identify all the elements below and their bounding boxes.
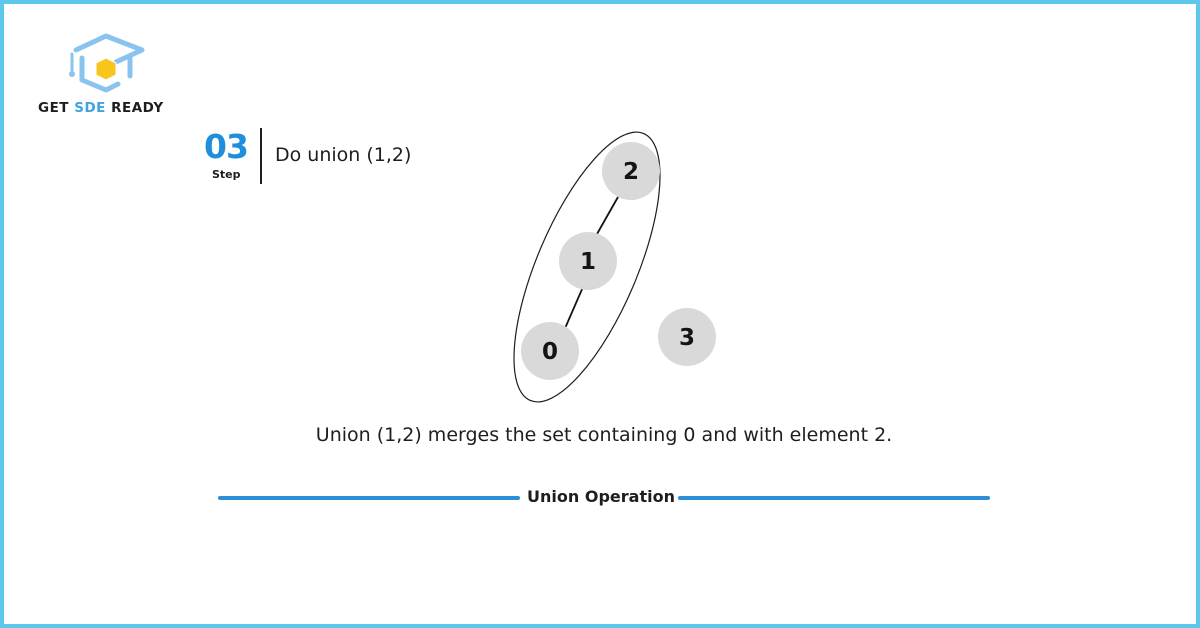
node-1: 1	[559, 232, 617, 290]
brand-name-accent: SDE	[74, 100, 106, 116]
node-label-0: 0	[542, 339, 558, 365]
brand-name: GET SDE READY	[38, 100, 164, 116]
step-divider	[260, 128, 262, 184]
step-number: 03	[204, 127, 249, 166]
diagram-caption: Union (1,2) merges the set containing 0 …	[315, 424, 893, 446]
step-word: Step	[212, 168, 241, 181]
node-label-3: 3	[679, 325, 695, 351]
footer-label: Union Operation	[527, 487, 675, 506]
section-footer: Union Operation	[218, 486, 990, 510]
step-title: Do union (1,2)	[275, 144, 412, 166]
node-label-1: 1	[580, 249, 596, 275]
node-label-2: 2	[623, 159, 639, 185]
footer-line-right	[678, 496, 990, 500]
node-2: 2	[602, 142, 660, 200]
edge-1-2	[596, 196, 619, 235]
step-header: 03 Step Do union (1,2)	[204, 128, 464, 188]
node-3: 3	[658, 308, 716, 366]
node-0: 0	[521, 322, 579, 380]
footer-line-left	[218, 496, 520, 500]
union-find-diagram: 0 1 2 3	[513, 131, 716, 403]
graduation-cap-icon	[69, 33, 145, 93]
brand-logo: GET SDE READY	[38, 32, 178, 122]
set-boundary-0-1-2	[513, 131, 661, 403]
